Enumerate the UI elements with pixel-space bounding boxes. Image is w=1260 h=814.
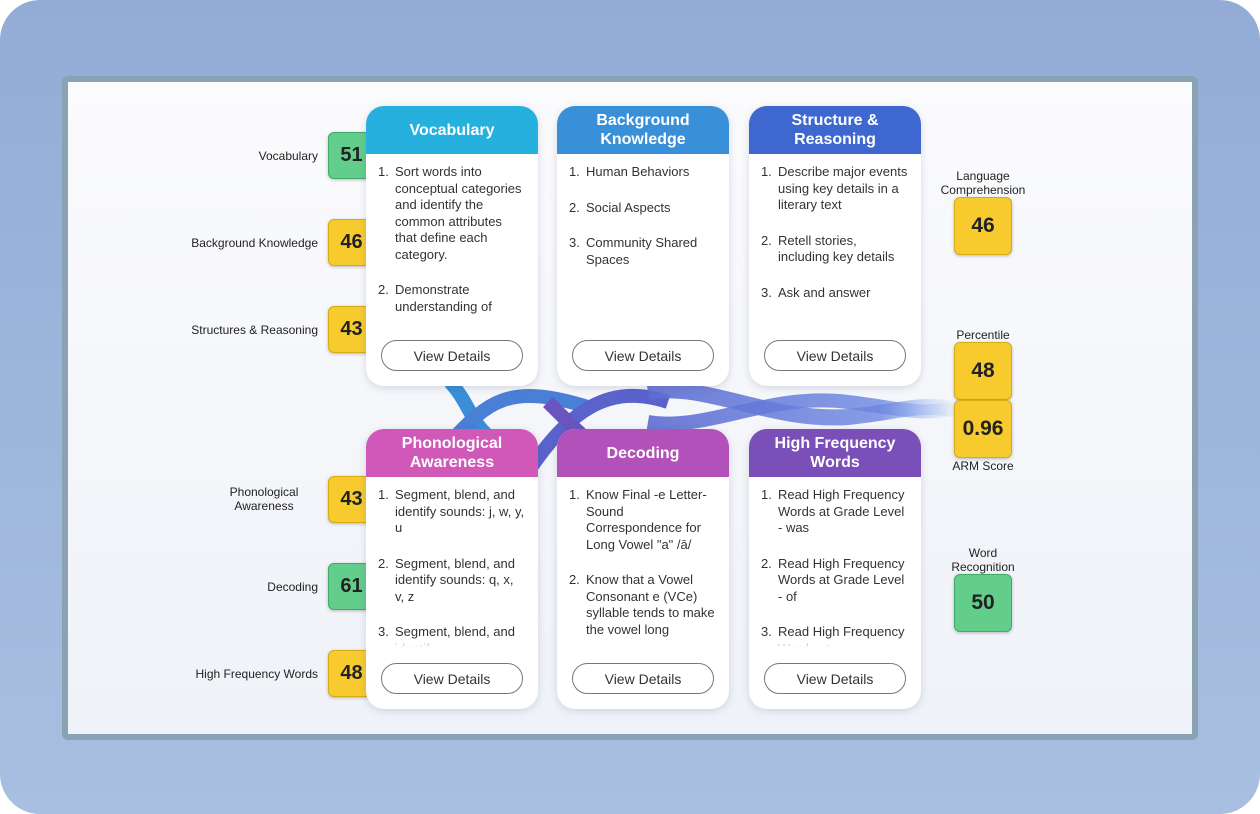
card-high-frequency-words: High Frequency Words 1.Read High Frequen…	[749, 429, 921, 709]
list-item: 1.Segment, blend, and identify sounds: j…	[378, 487, 525, 535]
list-item: 2.Retell stories, including key details	[761, 232, 895, 265]
list-item: 2.Know that a Vowel Consonant e (VCe) sy…	[569, 572, 715, 637]
list-item: 2.Read High Frequency Words at Grade Lev…	[761, 555, 905, 604]
language-comprehension-label: Language Comprehension	[940, 169, 1026, 197]
row-label-vocabulary: Vocabulary	[258, 149, 318, 163]
list-item: 1.Sort words into conceptual categories …	[378, 164, 522, 262]
list-item: 3.Read High Frequency Words at	[761, 624, 905, 647]
card-phonological-awareness: Phonological Awareness 1.Segment, blend,…	[366, 429, 538, 709]
card-skill-list: 1.Read High Frequency Words at Grade Lev…	[749, 477, 921, 647]
word-recognition-label: Word Recognition	[951, 546, 1015, 574]
card-skill-list: 1.Describe major events using key detail…	[749, 154, 921, 324]
card-title: Decoding	[557, 429, 729, 477]
card-skill-list: 1.Sort words into conceptual categories …	[366, 154, 538, 324]
card-title: Vocabulary	[366, 106, 538, 154]
card-skill-list: 1.Segment, blend, and identify sounds: j…	[366, 477, 538, 647]
list-item: 2.Segment, blend, and identify sounds: q…	[378, 555, 515, 604]
reading-report-panel: Vocabulary 51 Background Knowledge 46 St…	[68, 82, 1192, 734]
view-details-button[interactable]: View Details	[572, 663, 714, 694]
card-title: Structure & Reasoning	[749, 106, 921, 154]
list-item: 1.Read High Frequency Words at Grade Lev…	[761, 487, 905, 535]
arm-score-value: 0.96	[954, 400, 1012, 458]
language-comprehension-score: 46	[954, 197, 1012, 255]
view-details-button[interactable]: View Details	[572, 340, 714, 371]
percentile-score: 48	[954, 342, 1012, 400]
row-label-background-knowledge: Background Knowledge	[191, 236, 318, 250]
ribbon-strand	[646, 393, 960, 431]
list-item: 3.Ask and answer	[761, 284, 871, 300]
card-skill-list: 1.Know Final -e Letter-Sound Corresponde…	[557, 477, 729, 647]
card-title: High Frequency Words	[749, 429, 921, 477]
list-item: 3.Community Shared Spaces	[569, 235, 698, 267]
ribbon-strand	[522, 388, 671, 476]
list-item: 1.Describe major events using key detail…	[761, 164, 908, 212]
list-item: 2.Social Aspects	[569, 199, 671, 215]
card-title: Phonological Awareness	[366, 429, 538, 477]
list-item: 3.Segment, blend, and identify	[378, 624, 515, 647]
list-item: 2.Demonstrate understanding of	[378, 282, 492, 314]
card-decoding: Decoding 1.Know Final -e Letter-Sound Co…	[557, 429, 729, 709]
arm-score-label: ARM Score	[952, 459, 1014, 473]
card-structure-reasoning: Structure & Reasoning 1.Describe major e…	[749, 106, 921, 386]
card-vocabulary: Vocabulary 1.Sort words into conceptual …	[366, 106, 538, 386]
word-recognition-score: 50	[954, 574, 1012, 632]
percentile-label: Percentile	[956, 328, 1010, 342]
card-title: Background Knowledge	[557, 106, 729, 154]
list-item: 1.Human Behaviors	[569, 164, 690, 179]
view-details-button[interactable]: View Details	[381, 340, 523, 371]
row-label-structures-reasoning: Structures & Reasoning	[191, 323, 318, 337]
list-item: 1.Know Final -e Letter-Sound Corresponde…	[569, 487, 707, 552]
view-details-button[interactable]: View Details	[381, 663, 523, 694]
view-details-button[interactable]: View Details	[764, 663, 906, 694]
row-label-decoding: Decoding	[267, 580, 318, 594]
view-details-button[interactable]: View Details	[764, 340, 906, 371]
card-background-knowledge: Background Knowledge 1.Human Behaviors 2…	[557, 106, 729, 386]
row-label-high-frequency-words: High Frequency Words	[195, 667, 319, 681]
card-skill-list: 1.Human Behaviors 2.Social Aspects 3.Com…	[557, 154, 729, 324]
row-label-phonological-awareness: Phonological Awareness	[229, 485, 299, 513]
